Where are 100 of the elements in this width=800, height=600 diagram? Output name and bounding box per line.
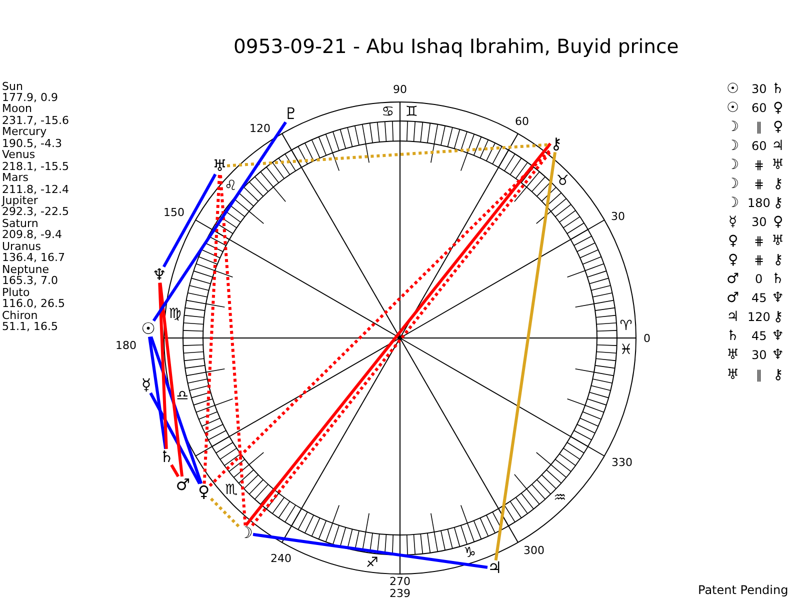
planet-symbol: ☽ [726, 120, 740, 135]
planet-symbol: ♆ [152, 266, 166, 283]
planet-symbol: ☉ [726, 82, 740, 96]
planet-name: Venus [2, 149, 36, 161]
planet-symbol: ♇ [284, 106, 298, 122]
zodiac-symbol: ♍ [168, 307, 182, 322]
planet-name: Saturn [2, 218, 38, 230]
degree-label: 240 [270, 552, 292, 564]
planet-name: Mercury [2, 126, 47, 138]
planet-symbol: ♀ [728, 234, 738, 250]
degree-label: 180 [116, 340, 136, 350]
aspect-line [208, 496, 240, 528]
number-label: 239 [390, 588, 410, 599]
position-values: 190.5, -4.3 [2, 138, 62, 150]
position-values: 209.8, -9.4 [2, 229, 62, 241]
footer-note: Patent Pending [698, 583, 788, 597]
zodiac-symbol: ♏ [225, 482, 238, 497]
aspect-label: 0 [755, 273, 763, 286]
planet-symbol: ⚷ [773, 253, 784, 268]
aspect-label: 60 [752, 102, 767, 115]
zodiac-symbol: ♋ [382, 104, 394, 119]
planet-symbol: ♅ [772, 158, 784, 173]
degree-label: 150 [164, 206, 184, 218]
planet-symbol: ☉ [726, 100, 740, 116]
aspect-label: ⋕ [754, 235, 764, 248]
planet-symbol: ☽ [726, 196, 740, 211]
aspect-line [208, 148, 552, 487]
planet-symbol: ⚷ [773, 196, 784, 211]
degree-label: 90 [393, 84, 407, 94]
planet-symbol: ⚷ [773, 176, 784, 192]
planet-symbol: ☉ [141, 320, 156, 337]
degree-label: 60 [515, 116, 529, 126]
planet-symbol: ♂ [176, 476, 190, 492]
zodiac-symbol: ♊ [405, 104, 418, 119]
planet-symbol: ♃ [772, 138, 784, 154]
aspect-label: ⋕ [754, 178, 764, 191]
position-values: 218.1, -15.5 [2, 160, 69, 172]
degree-label: 120 [250, 122, 270, 134]
planet-name: Jupiter [2, 195, 38, 206]
planet-name: Neptune [2, 264, 50, 276]
planet-symbol: ♀ [773, 100, 784, 116]
aspect-label: 120 [748, 311, 770, 324]
aspect-label: ⋕ [754, 254, 764, 268]
aspect-line [158, 282, 168, 449]
zodiac-symbol: ♒ [554, 491, 566, 506]
planet-symbol: ♆ [772, 348, 784, 364]
planet-symbol: ☽ [238, 525, 254, 542]
zodiac-symbol: ♈ [620, 319, 632, 334]
planet-symbol: ♀ [198, 484, 210, 500]
position-values: 211.8, -12.4 [2, 184, 69, 195]
zodiac-symbol: ♑ [463, 546, 476, 560]
degree-label: 0 [644, 332, 650, 344]
degree-label: 270 [390, 576, 410, 587]
chart-title: 0953-09-21 - Abu Ishaq Ibrahim, Buyid prince [234, 35, 679, 59]
planet-symbol: ♃ [487, 560, 502, 576]
planet-symbol: ☽ [726, 158, 740, 173]
position-values: 177.9, 0.9 [2, 92, 58, 104]
planet-symbol: ♄ [772, 272, 784, 288]
aspect-line [149, 392, 201, 484]
planet-symbol: ♄ [772, 82, 784, 96]
planet-symbol: ♅ [726, 348, 740, 364]
planet-symbol: ♀ [773, 214, 784, 230]
position-values: 116.0, 26.5 [2, 298, 65, 310]
aspect-label: 45 [752, 330, 767, 344]
aspect-label: 180 [748, 196, 770, 210]
aspect-label: 30 [752, 349, 767, 362]
planet-symbol: ♂ [726, 291, 740, 306]
aspect-line [170, 464, 180, 478]
planet-symbol: ♆ [772, 291, 784, 306]
planet-symbol: ☽ [726, 138, 740, 154]
position-values: 136.4, 16.7 [2, 252, 65, 264]
aspect-label: 45 [752, 292, 767, 306]
planet-name: Mars [2, 172, 28, 184]
planet-symbol: ♀ [728, 253, 738, 268]
aspect-line [226, 143, 550, 168]
aspect-line [494, 152, 557, 561]
aspect-label: ⋕ [754, 158, 764, 172]
zodiac-symbol: ♉ [556, 174, 569, 188]
aspect-line [148, 336, 168, 450]
aspect-line [152, 121, 287, 322]
planet-name: Chiron [2, 310, 38, 321]
aspect-line [202, 174, 221, 484]
planet-name: Sun [2, 80, 23, 92]
degree-label: 330 [612, 456, 632, 468]
aspect-line [218, 174, 247, 526]
aspect-label: 30 [752, 82, 767, 96]
planet-name: Moon [2, 103, 32, 115]
planet-symbol: ♀ [773, 120, 784, 135]
zodiac-symbol: ♎ [176, 389, 189, 404]
position-values: 165.3, 7.0 [2, 275, 58, 287]
planet-symbol: ♆ [772, 329, 784, 344]
degree-label: 300 [524, 544, 544, 556]
planet-symbol: ♄ [160, 448, 174, 465]
planet-symbol: ♅ [726, 368, 740, 383]
planet-symbol: ⚷ [773, 368, 784, 383]
aspect-label: ∥ [756, 120, 762, 134]
planet-symbol: ⚷ [773, 310, 784, 326]
aspect-line [252, 532, 488, 569]
planet-symbol: ☿ [141, 377, 152, 394]
planet-symbol: ♅ [212, 158, 228, 174]
